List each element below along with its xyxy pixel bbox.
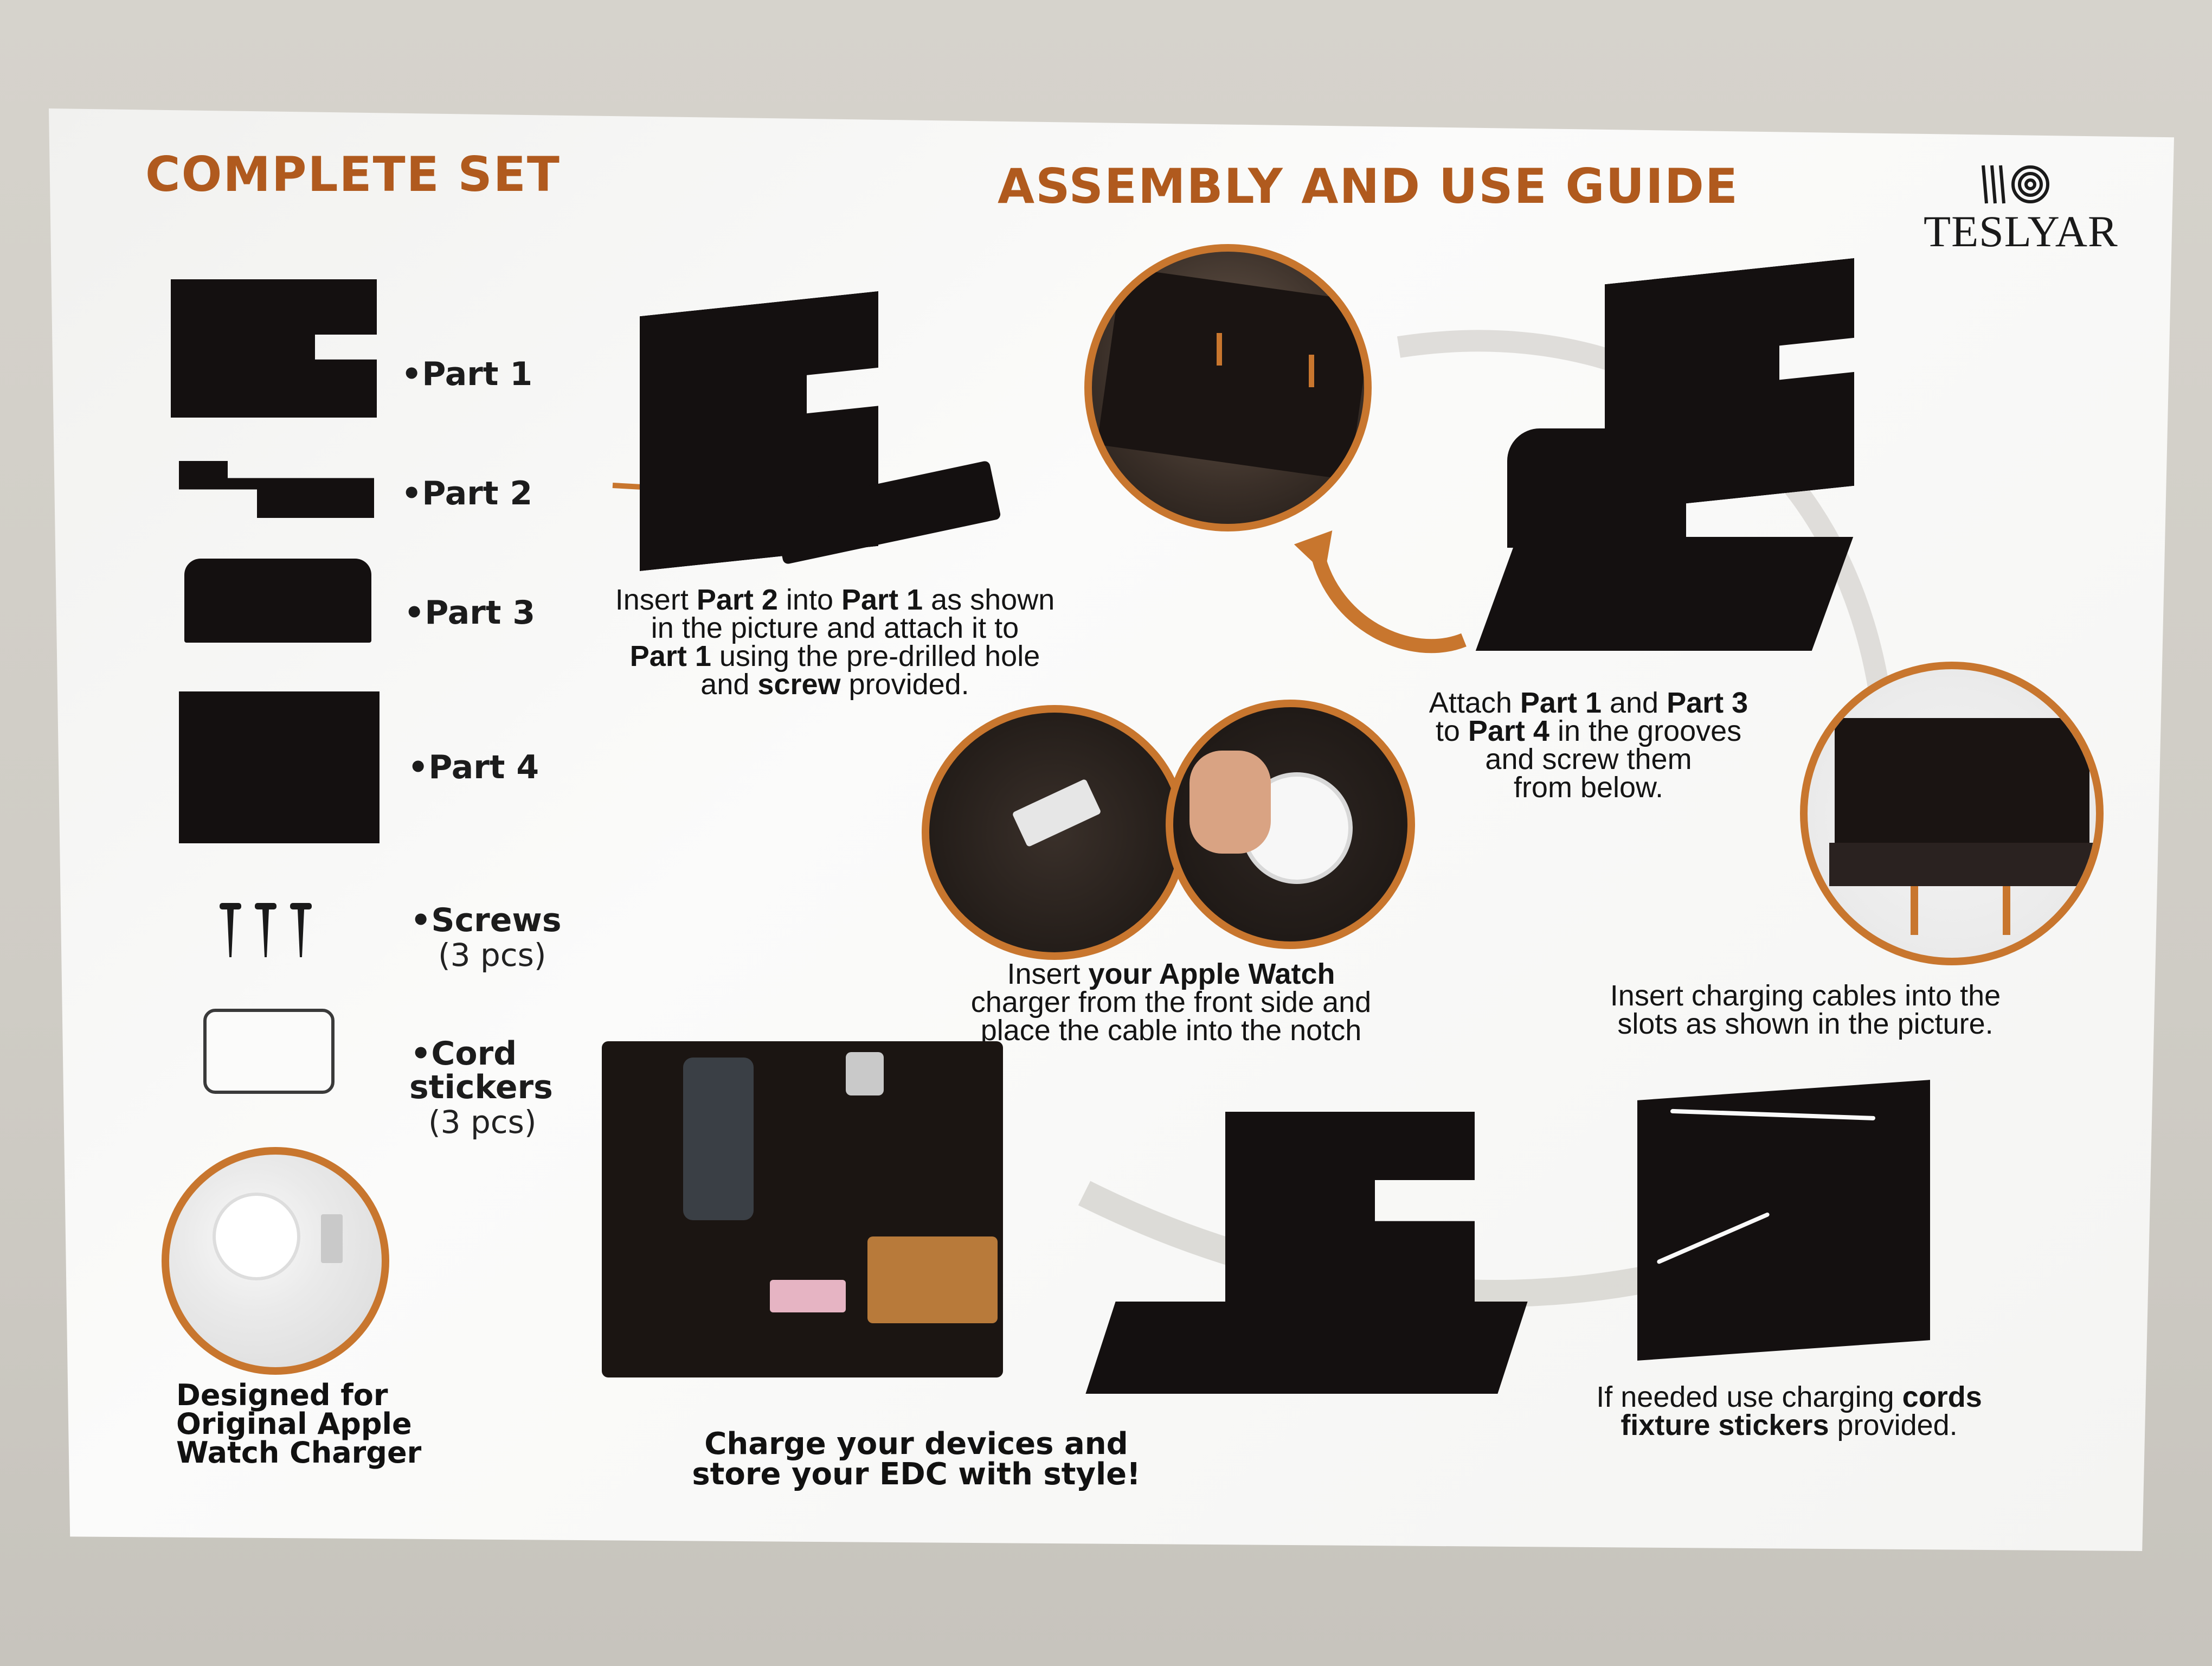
screws-label: •Screws bbox=[410, 901, 562, 939]
part4-label: •Part 4 bbox=[408, 748, 539, 786]
brand-name: TESLYAR bbox=[1924, 207, 2118, 256]
step1-caption: Insert Part 2 into Part 1 as shown in th… bbox=[615, 584, 1055, 701]
watch-puck-photo bbox=[1166, 700, 1415, 949]
guide-heading: ASSEMBLY AND USE GUIDE bbox=[998, 158, 1739, 214]
cable-dock-illustration bbox=[1637, 1080, 1930, 1361]
stickers-qty: (3 pcs) bbox=[428, 1104, 537, 1140]
part3-image bbox=[184, 559, 371, 643]
part1-label: •Part 1 bbox=[401, 355, 533, 393]
watch-cable-photo bbox=[922, 705, 1187, 960]
stickers-label-1: •Cord bbox=[410, 1035, 517, 1073]
part2-label: •Part 2 bbox=[401, 475, 533, 512]
empty-dock-tray bbox=[1085, 1302, 1528, 1394]
screws-icon bbox=[220, 903, 312, 957]
screws-qty: (3 pcs) bbox=[438, 937, 546, 973]
step2-part3-image bbox=[1507, 428, 1686, 548]
cord-sticker-image bbox=[203, 1009, 335, 1094]
charger-note-1: Designed for bbox=[176, 1378, 388, 1412]
charging-slots-photo bbox=[1800, 662, 2104, 965]
tagline: Charge your devices and store your EDC w… bbox=[692, 1426, 1141, 1492]
part4-image bbox=[179, 691, 380, 843]
complete-set-heading: COMPLETE SET bbox=[145, 146, 561, 202]
stickers-label-2: stickers bbox=[409, 1068, 553, 1106]
wood-grain-logo-icon bbox=[1982, 165, 2049, 204]
charger-note-2: Original Apple bbox=[176, 1407, 412, 1441]
part3-label: •Part 3 bbox=[404, 594, 536, 632]
screw-detail-photo bbox=[1084, 244, 1372, 531]
step4-caption: Insert charging cables into the slots as… bbox=[1610, 979, 2001, 1040]
charger-photo bbox=[162, 1147, 389, 1375]
full-dock-illustration bbox=[602, 1041, 1003, 1377]
curved-arrow-icon bbox=[1310, 551, 1467, 653]
step2-part4-image bbox=[1475, 537, 1854, 651]
step2-caption: Attach Part 1 and Part 3 to Part 4 in th… bbox=[1429, 687, 1748, 804]
charger-note-3: Watch Charger bbox=[176, 1436, 422, 1470]
step5-caption: If needed use charging cords fixture sti… bbox=[1596, 1381, 1982, 1441]
step3-caption: Insert your Apple Watch charger from the… bbox=[970, 958, 1372, 1047]
